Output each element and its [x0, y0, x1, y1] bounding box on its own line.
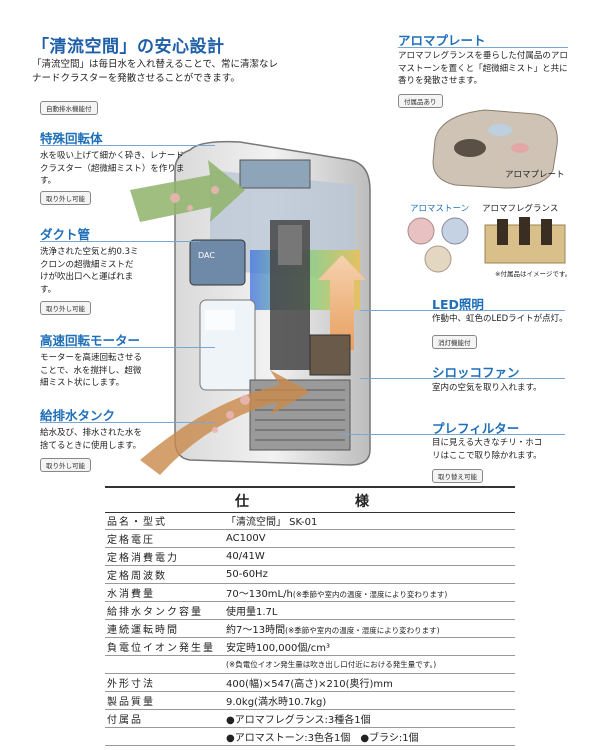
aroma-desc: アロマフレグランスを垂らした付属品のアロマストーンを置くと「超微細ミスト」と共に…	[398, 51, 568, 86]
spec-key: 付属品	[105, 709, 224, 728]
spec-header: 仕 様	[105, 486, 515, 513]
spec-value: 50-60Hz	[224, 565, 515, 584]
feature-title-fan: シロッコファン	[432, 365, 520, 380]
spec-key: 製品質量	[105, 691, 224, 710]
spec-row: 付属品●アロマフレグランス:3種各1個	[105, 709, 515, 728]
spec-value-text: 約7～13時間	[226, 625, 286, 636]
feature-title-tank: 給排水タンク	[40, 408, 116, 423]
aroma-plate-image	[432, 109, 558, 189]
spec-value-text: 400(幅)×547(高さ)×210(奥行)mm	[226, 679, 393, 690]
spec-value: 約7～13時間(※季節や室内の温度・湿度により変わります)	[224, 619, 515, 638]
spec-row: ●アロマストーン:3色各1個 ●ブラシ:1個	[105, 727, 515, 746]
spec-value-text: ●アロマフレグランス:3種各1個	[226, 715, 371, 726]
spec-value-text: ●アロマストーン:3色各1個 ●ブラシ:1個	[226, 733, 419, 744]
spec-key	[105, 727, 224, 746]
spec-value: ●アロマストーン:3色各1個 ●ブラシ:1個	[224, 727, 515, 746]
spec-value-text: 50-60Hz	[226, 569, 268, 580]
spec-value-text: AC100V	[226, 533, 266, 544]
spec-note: (※季節や室内の温度・湿度により変わります)	[285, 626, 440, 635]
aroma-tag: 付属品あり	[398, 94, 443, 108]
feature-desc-motor: モーターを高速回転させることで、水を撹拌し、超微細ミスト状にします。	[40, 353, 143, 388]
spec-key: 品名・型式	[105, 512, 224, 530]
feature-title-led: LED照明	[432, 297, 484, 312]
auto-drain-tag: 自動排水機能付	[40, 101, 98, 115]
feature-tag-rotor: 取り外し可能	[40, 191, 91, 205]
spec-title-right: 様	[355, 494, 369, 510]
feature-desc-duct: 洗浄された空気と約0.3ミクロンの超微細ミストだけが吹出口へと運ばれます。	[40, 247, 139, 295]
spec-key: 定格消費電力	[105, 547, 224, 566]
feature-desc-tank: 給水及び、排水された水を捨てるときに使用します。	[40, 428, 143, 451]
spec-value-text: 70～130mL/h	[226, 589, 293, 600]
spec-row: (※負電位イオン発生量は吹き出し口付近における発生量です。)	[105, 655, 515, 674]
feature-tag-duct: 取り外し可能	[40, 301, 91, 315]
aroma-stone-label: アロマストーン	[410, 204, 470, 214]
spec-value: 40/41W	[224, 547, 515, 566]
page-title: 「清流空間」の安心設計	[32, 37, 225, 57]
spec-note: (※季節や室内の温度・湿度により変わります)	[292, 590, 448, 599]
spec-value: 「清流空間」 SK-01	[224, 512, 515, 530]
feature-desc-rotor: 水を吸い上げて細かく砕き、レナードクラスター（超微細ミスト）を作ります。	[40, 151, 185, 186]
spec-row: 品名・型式「清流空間」 SK-01	[105, 512, 515, 530]
aroma-plate-label: アロマプレート	[505, 170, 565, 180]
spec-row: 連続運転時間約7～13時間(※季節や室内の温度・湿度により変わります)	[105, 619, 515, 638]
spec-note: (※負電位イオン発生量は吹き出し口付近における発生量です。)	[226, 660, 437, 669]
spec-value-text: 40/41W	[226, 551, 265, 562]
aroma-title: アロマプレート	[398, 33, 486, 48]
spec-value: 安定時100,000個/cm³	[224, 637, 515, 656]
intro-text: 「清流空間」は毎日水を入れ替えることで、常に清潔なレナードクラスターを発散させる…	[32, 59, 279, 84]
spec-key: 連続運転時間	[105, 619, 224, 638]
feature-title-motor: 高速回転モーター	[40, 333, 141, 348]
spec-row: 負電位イオン発生量安定時100,000個/cm³	[105, 637, 515, 656]
spec-value: 9.0kg(満水時10.7kg)	[224, 691, 515, 710]
spec-key: 定格周波数	[105, 565, 224, 584]
spec-value: 使用量1.7L	[224, 601, 515, 620]
aroma-note: ※付属品はイメージです。	[495, 270, 572, 278]
spec-row: 給排水タンク容量使用量1.7L	[105, 601, 515, 620]
spec-value-text: 安定時100,000個/cm³	[226, 643, 330, 654]
feature-desc-fan: 室内の空気を取り入れます。	[432, 383, 542, 393]
device-illustration: DAC	[130, 140, 371, 475]
spec-key: 水消費量	[105, 583, 224, 602]
aroma-fragrance-image	[484, 217, 566, 264]
feature-title-prefilter: プレフィルター	[432, 421, 520, 436]
feature-tag-prefilter: 取り替え可能	[432, 469, 483, 483]
feature-title-rotor: 特殊回転体	[40, 131, 103, 146]
spec-value-text: 使用量1.7L	[226, 607, 278, 618]
spec-title-left: 仕	[235, 494, 249, 510]
spec-value: ●アロマフレグランス:3種各1個	[224, 709, 515, 728]
feature-title-duct: ダクト管	[40, 227, 91, 242]
spec-key: 給排水タンク容量	[105, 601, 224, 620]
spec-key: 負電位イオン発生量	[105, 637, 224, 656]
spec-value: AC100V	[224, 529, 515, 548]
spec-key: 外形寸法	[105, 673, 224, 692]
feature-desc-prefilter: 目に見える大きなチリ・ホコリはここで取り除かれます。	[432, 438, 543, 461]
spec-value: 70～130mL/h(※季節や室内の温度・湿度により変わります)	[224, 583, 515, 602]
spec-value: (※負電位イオン発生量は吹き出し口付近における発生量です。)	[224, 655, 515, 674]
aroma-fragrance-label: アロマフレグランス	[482, 204, 559, 214]
feature-tag-tank: 取り外し可能	[40, 458, 91, 472]
feature-tag-led: 消灯機能付	[432, 335, 477, 349]
device-logo: DAC	[198, 251, 215, 260]
spec-value-text: 9.0kg(満水時10.7kg)	[226, 697, 327, 708]
spec-key: 定格電圧	[105, 529, 224, 548]
aroma-stones-image	[407, 217, 469, 273]
spec-value-text: 「清流空間」 SK-01	[226, 517, 318, 528]
feature-desc-led: 作動中、虹色のLEDライトが点灯。	[432, 314, 568, 324]
spec-value: 400(幅)×547(高さ)×210(奥行)mm	[224, 673, 515, 692]
spec-key	[105, 655, 224, 674]
